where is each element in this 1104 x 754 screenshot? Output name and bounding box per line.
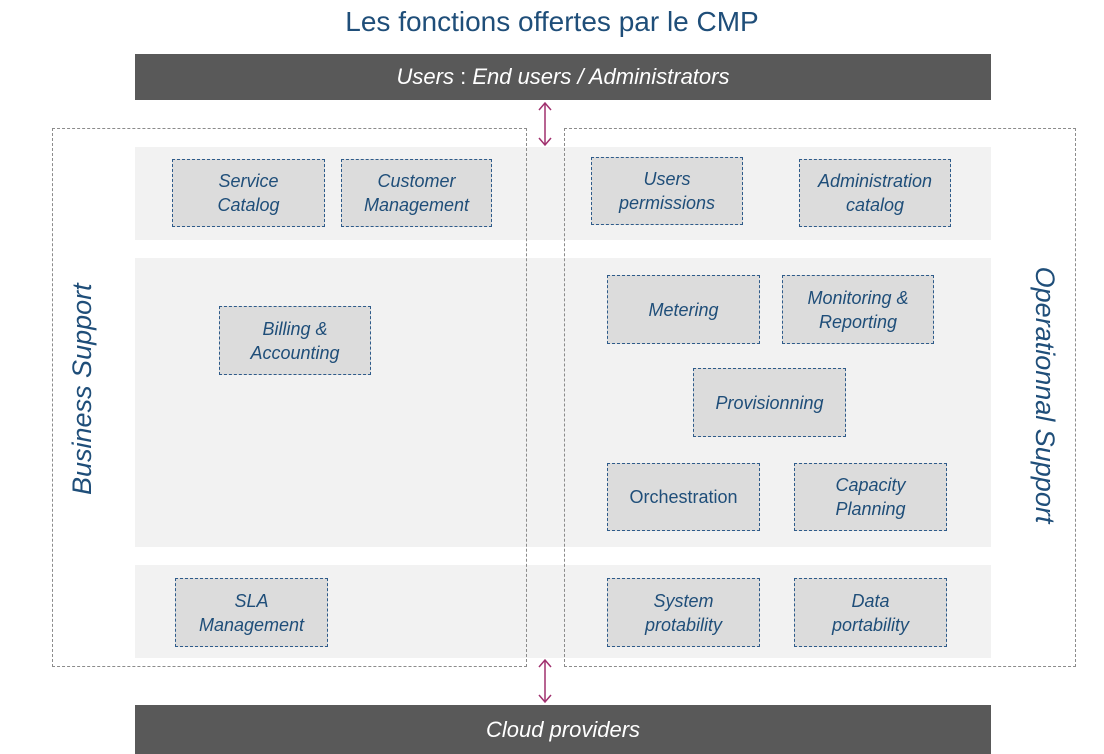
- data-portability-box: Data portability: [794, 578, 947, 647]
- diagram-title: Les fonctions offertes par le CMP: [345, 6, 759, 37]
- orchestration-box: Orchestration: [607, 463, 760, 531]
- business-support-region: [52, 128, 527, 667]
- operational-support-region: [564, 128, 1076, 667]
- users-bar: Users : End users / Administrators: [135, 54, 991, 100]
- bottom-double-arrow-icon: [538, 658, 552, 704]
- cloud-providers-bar: Cloud providers: [135, 705, 991, 754]
- provisionning-box: Provisionning: [693, 368, 846, 437]
- administration-catalog-box: Administration catalog: [799, 159, 951, 227]
- business-support-label: Business Support: [67, 283, 97, 495]
- metering-box: Metering: [607, 275, 760, 344]
- capacity-planning-box: Capacity Planning: [794, 463, 947, 531]
- operational-support-label: Operationnal Support: [1030, 266, 1060, 524]
- users-permissions-box: Users permissions: [591, 157, 743, 225]
- top-double-arrow-icon: [538, 101, 552, 147]
- monitoring-reporting-box: Monitoring & Reporting: [782, 275, 934, 344]
- users-bar-prefix: Users: [396, 64, 454, 89]
- service-catalog-box: Service Catalog: [172, 159, 325, 227]
- sla-management-box: SLA Management: [175, 578, 328, 647]
- users-bar-separator: :: [453, 64, 473, 89]
- system-portability-box: System protability: [607, 578, 760, 647]
- users-bar-rest: End users / Administrators: [472, 64, 730, 89]
- billing-accounting-box: Billing & Accounting: [219, 306, 371, 375]
- customer-management-box: Customer Management: [341, 159, 492, 227]
